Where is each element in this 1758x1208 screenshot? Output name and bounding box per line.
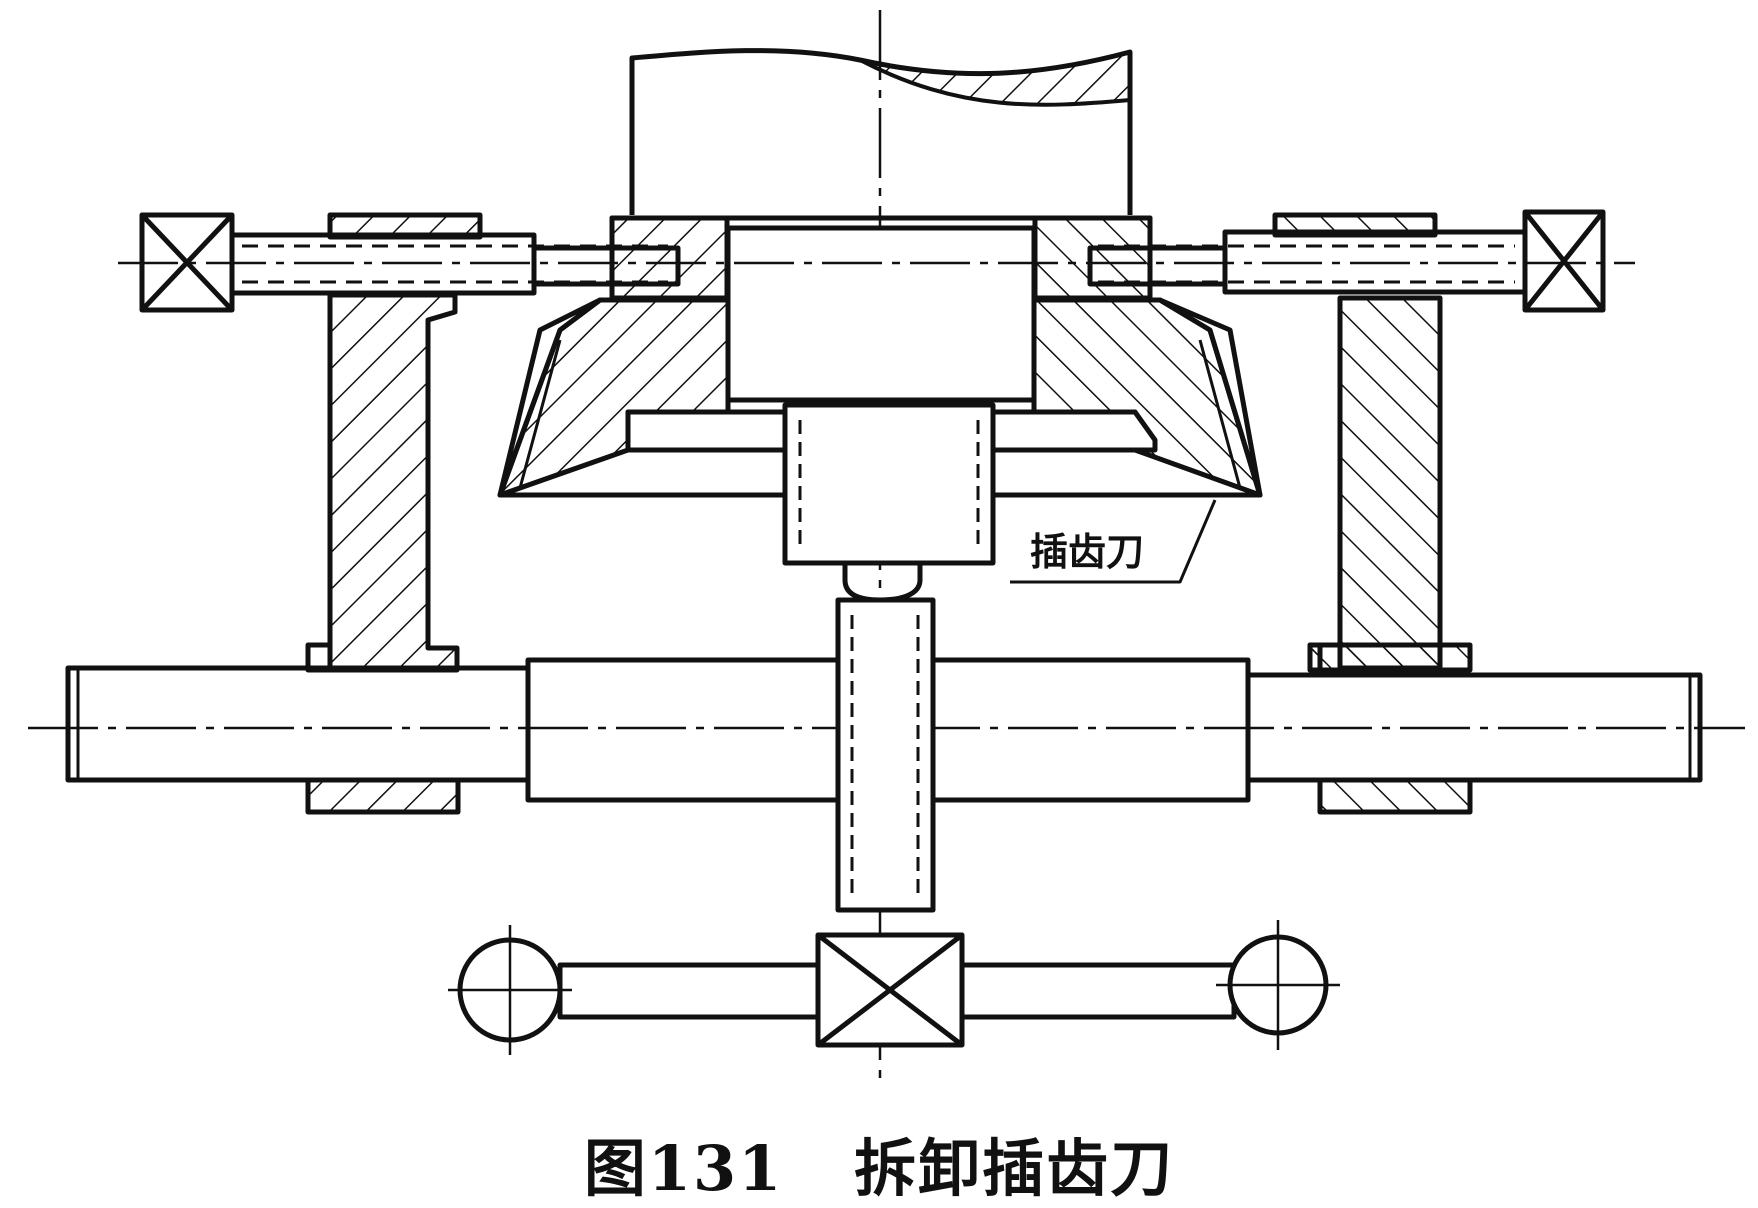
callout-leader-line (1010, 499, 1217, 584)
handle-bar (448, 920, 1340, 1055)
center-pusher (782, 402, 996, 603)
callout-label: 插齿刀 (1030, 530, 1144, 574)
right-screw (1087, 209, 1606, 313)
right-support-column (1307, 295, 1473, 673)
left-support-column (305, 292, 460, 673)
vertical-screw (835, 597, 936, 913)
clamp-block (609, 215, 1153, 403)
figure-caption: 图131 拆卸插齿刀 (583, 1132, 1175, 1205)
